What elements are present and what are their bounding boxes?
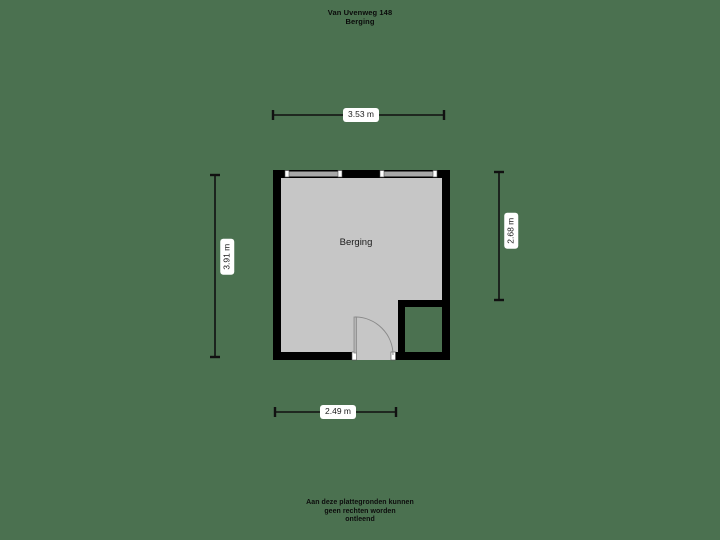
window-top-left-jamb-b: [337, 170, 343, 178]
plan-disclaimer: Aan deze plattegronden kunnen geen recht…: [0, 499, 720, 525]
dimension-label-left: 3.91 m: [220, 238, 234, 275]
door-leaf: [353, 316, 357, 354]
window-top-right-jamb-b: [432, 170, 438, 178]
plan-disclaimer-line-2: geen rechten worden: [324, 507, 396, 515]
window-top-right-glass: [382, 171, 435, 177]
room-floor-berging: [273, 170, 450, 360]
dimension-line-left: [210, 173, 220, 359]
wall-left: [273, 170, 281, 360]
alcove-wall-top: [398, 300, 446, 307]
window-top-right-jamb-a: [379, 170, 385, 178]
plan-disclaimer-line-3: ontleend: [345, 516, 375, 524]
alcove-wall-left: [398, 300, 405, 360]
dimension-line-right: [494, 170, 504, 302]
dimension-label-top: 3.53 m: [343, 108, 379, 122]
wall-top: [273, 170, 450, 178]
door-opening: [354, 352, 394, 360]
dimension-label-right: 2.68 m: [504, 212, 518, 249]
dimension-label-bottom: 2.49 m: [320, 405, 356, 419]
alcove-interior: [405, 307, 442, 352]
plan-title-address: Van Uvenweg 148: [327, 8, 393, 17]
window-top-left-jamb-a: [284, 170, 290, 178]
plan-title-floor: Berging: [345, 17, 375, 26]
window-top-left-glass: [287, 171, 340, 177]
plan-disclaimer-line-1: Aan deze plattegronden kunnen: [306, 499, 414, 506]
plan-title: Van Uvenweg 148 Berging: [0, 8, 720, 26]
room-label-berging: Berging: [339, 237, 373, 248]
door-swing-arc: [354, 316, 394, 356]
wall-right: [442, 170, 450, 360]
